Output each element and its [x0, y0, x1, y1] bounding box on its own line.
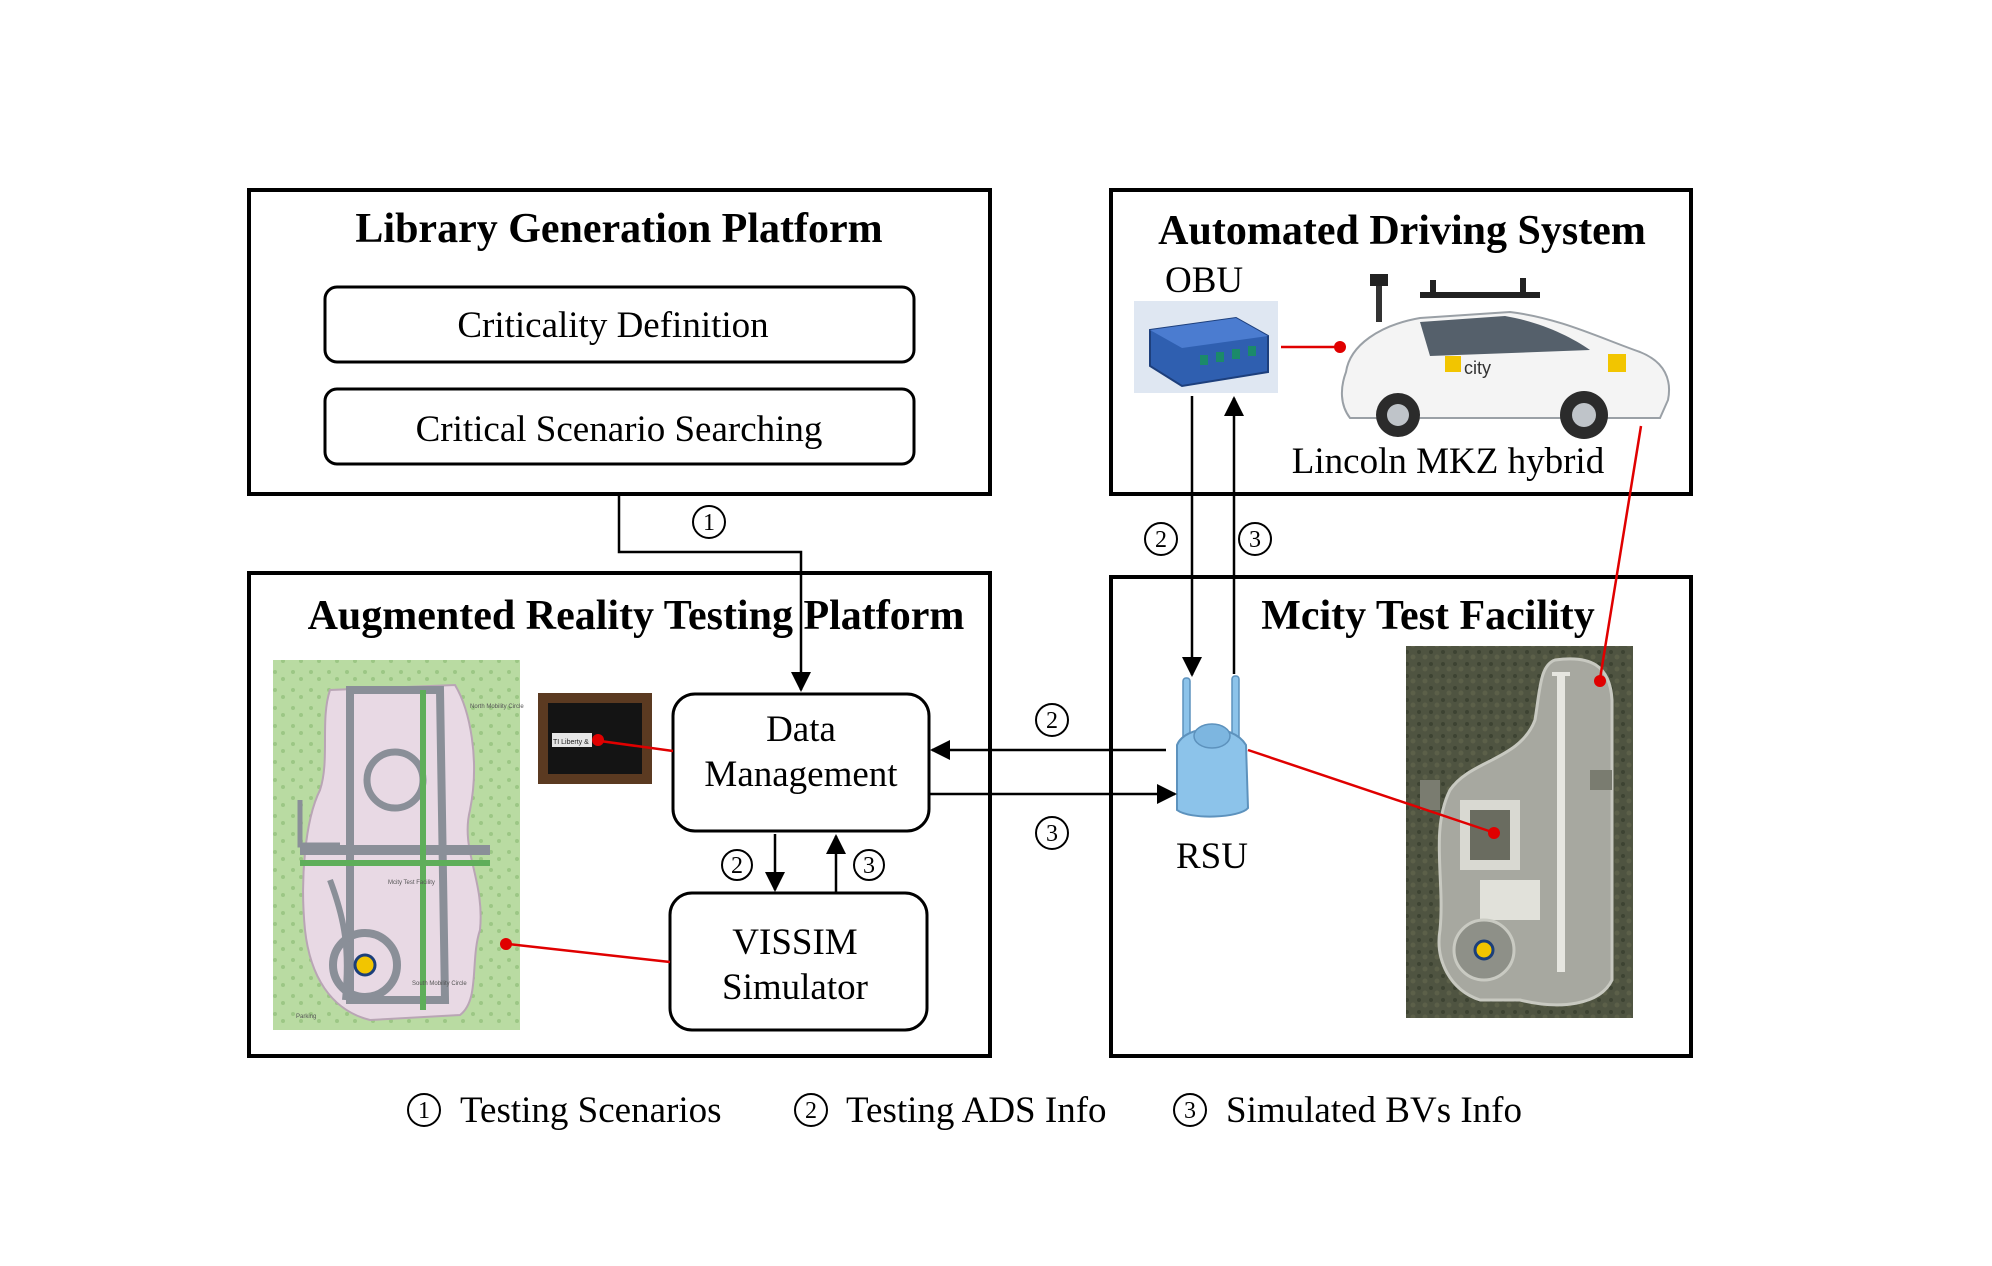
marker-3-rsu: 3: [1035, 816, 1069, 850]
display-icon: TI Liberty &: [538, 693, 652, 784]
vehicle-link-dot: [1334, 341, 1346, 353]
svg-text:1: 1: [418, 1098, 430, 1124]
marker-2-rsu: 2: [1035, 703, 1069, 737]
aerial-top-dot: [1594, 675, 1606, 687]
obu-label: OBU: [1165, 260, 1243, 301]
svg-text:3: 3: [1046, 821, 1058, 847]
criticality-definition-box: [323, 285, 916, 364]
automated-driving-system: Automated Driving System OBU c: [1109, 188, 1693, 496]
svg-text:2: 2: [1155, 527, 1167, 553]
vehicle-badge: city: [1464, 358, 1491, 378]
legend: 1 Testing Scenarios 2 Testing ADS Info 3…: [407, 1090, 1522, 1131]
svg-text:3: 3: [863, 853, 875, 879]
critical-scenario-searching-box: [323, 387, 916, 466]
map-label-north: North Mobility Circle: [470, 704, 524, 710]
aerial-center-dot: [1488, 827, 1500, 839]
mcity-test-facility: Mcity Test Facility RSU: [1109, 425, 1693, 1058]
mcity-logo-icon: [1445, 356, 1461, 372]
vissim-label-2: Simulator: [722, 967, 868, 1008]
rsu-label: RSU: [1176, 836, 1248, 877]
mcity-frame: [1109, 575, 1693, 1058]
ads-title: Automated Driving System: [1158, 208, 1646, 254]
svg-text:1: 1: [703, 510, 715, 536]
library-platform-title: Library Generation Platform: [355, 206, 882, 252]
display-text: TI Liberty &: [553, 739, 589, 746]
data-management-label-2: Management: [704, 754, 898, 795]
marker-2-obu: 2: [1144, 522, 1178, 556]
vehicle-aerial-link: [1598, 425, 1643, 680]
map-label-south: South Mobility Circle: [412, 981, 467, 987]
svg-text:3: 3: [1184, 1098, 1196, 1124]
display-link: [599, 739, 674, 753]
obu-device-icon: [1134, 301, 1278, 393]
arrow-library-to-data: [617, 494, 811, 692]
rsu-antenna-icon: [1176, 675, 1250, 818]
mcity-title: Mcity Test Facility: [1261, 593, 1595, 639]
vehicle-icon: city: [1340, 274, 1670, 439]
ads-frame: [1109, 188, 1693, 496]
marker-1-library: 1: [692, 505, 726, 539]
critical-scenario-searching-label: Critical Scenario Searching: [416, 409, 823, 450]
legend-item-2: 2 Testing ADS Info: [794, 1090, 1107, 1131]
map-label-parking: Parking: [296, 1014, 316, 1020]
map-link-dot: [500, 938, 512, 950]
data-management-label-1: Data: [766, 709, 836, 750]
data-management-box: [671, 692, 931, 833]
augmented-reality-testing-platform: Augmented Reality Testing Platform North…: [247, 571, 992, 1058]
marker-3-internal: 3: [853, 849, 885, 881]
ar-platform-frame: [247, 571, 992, 1058]
marker-3-obu: 3: [1238, 522, 1272, 556]
legend-text-3: Simulated BVs Info: [1226, 1090, 1522, 1131]
map-label-facility: Mcity Test Facility: [388, 880, 435, 886]
svg-text:2: 2: [1046, 708, 1058, 734]
legend-text-2: Testing ADS Info: [846, 1090, 1107, 1131]
library-generation-platform: Library Generation Platform Criticality …: [247, 188, 992, 496]
rsu-aerial-link: [1247, 748, 1493, 834]
legend-item-3: 3 Simulated BVs Info: [1173, 1090, 1522, 1131]
map-icon: North Mobility Circle Mcity Test Facilit…: [273, 660, 524, 1030]
ar-platform-title: Augmented Reality Testing Platform: [308, 593, 965, 639]
svg-text:2: 2: [731, 853, 743, 879]
vehicle-label: Lincoln MKZ hybrid: [1292, 441, 1605, 482]
display-link-dot: [592, 734, 604, 746]
svg-text:2: 2: [805, 1098, 817, 1124]
criticality-definition-label: Criticality Definition: [457, 305, 768, 346]
marker-2-internal: 2: [721, 849, 753, 881]
svg-text:3: 3: [1249, 527, 1261, 553]
map-link: [507, 942, 671, 964]
legend-item-1: 1 Testing Scenarios: [407, 1090, 722, 1131]
aerial-photo-icon: [1406, 646, 1633, 1018]
vissim-label-1: VISSIM: [732, 922, 857, 963]
legend-text-1: Testing Scenarios: [460, 1090, 722, 1131]
